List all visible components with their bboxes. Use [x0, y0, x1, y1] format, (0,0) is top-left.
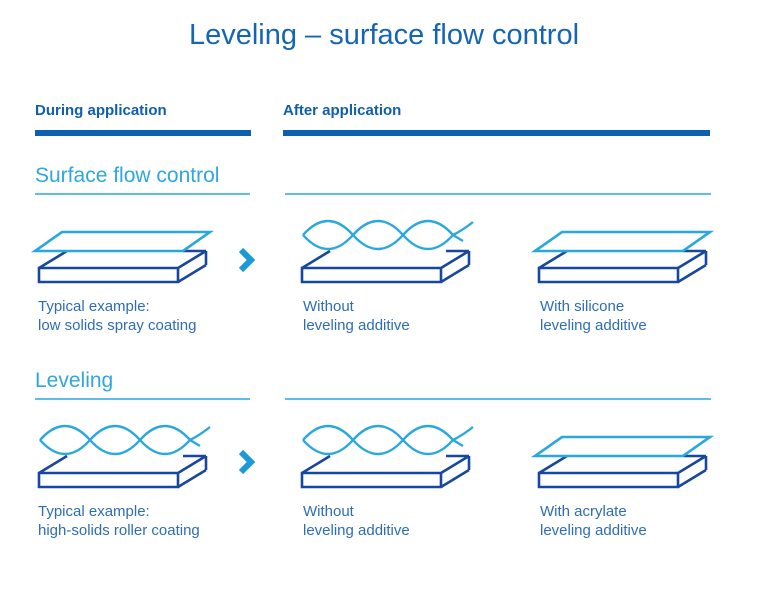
caption-typical-example-roller: Typical example: high-solids roller coat… [38, 502, 200, 540]
flat-coating-surface-icon [533, 435, 712, 489]
caption-line: Typical example: [38, 298, 150, 315]
flat-coating-surface-icon [33, 230, 212, 284]
section1-heading-rule [35, 193, 250, 195]
caption-line: leveling additive [303, 522, 410, 539]
caption-line: leveling additive [540, 522, 647, 539]
caption-line: leveling additive [303, 317, 410, 334]
section2-after-rule [285, 398, 711, 400]
caption-with-silicone-leveling-additive: With silicone leveling additive [540, 297, 647, 335]
after-header-underline-bar [283, 130, 710, 136]
caption-line: With silicone [540, 298, 625, 315]
page-title: Leveling – surface flow control [188, 19, 580, 51]
section1-after-rule [285, 193, 711, 195]
column-header-after-application: After application [283, 102, 402, 119]
wavy-coating-surface-icon [37, 424, 212, 489]
caption-line: Without [303, 298, 354, 315]
caption-without-leveling-additive: Without leveling additive [303, 297, 410, 335]
column-header-during-application: During application [35, 102, 167, 119]
section-heading-surface-flow-control: Surface flow control [35, 164, 220, 187]
caption-line: Without [303, 503, 354, 520]
wavy-coating-surface-icon [300, 219, 475, 284]
caption-line: With acrylate [540, 503, 627, 520]
caption-line: low solids spray coating [38, 317, 197, 334]
chevron-right-icon [237, 449, 257, 475]
caption-line: leveling additive [540, 317, 647, 334]
section-heading-leveling: Leveling [35, 369, 114, 392]
caption-line: Typical example: [38, 503, 150, 520]
flat-coating-surface-icon [533, 230, 712, 284]
wavy-coating-surface-icon [300, 424, 475, 489]
during-header-underline-bar [35, 130, 251, 136]
caption-typical-example-spray: Typical example: low solids spray coatin… [38, 297, 196, 335]
section2-heading-rule [35, 398, 250, 400]
caption-without-leveling-additive: Without leveling additive [303, 502, 410, 540]
caption-with-acrylate-leveling-additive: With acrylate leveling additive [540, 502, 647, 540]
chevron-right-icon [237, 247, 257, 273]
caption-line: high-solids roller coating [38, 522, 200, 539]
